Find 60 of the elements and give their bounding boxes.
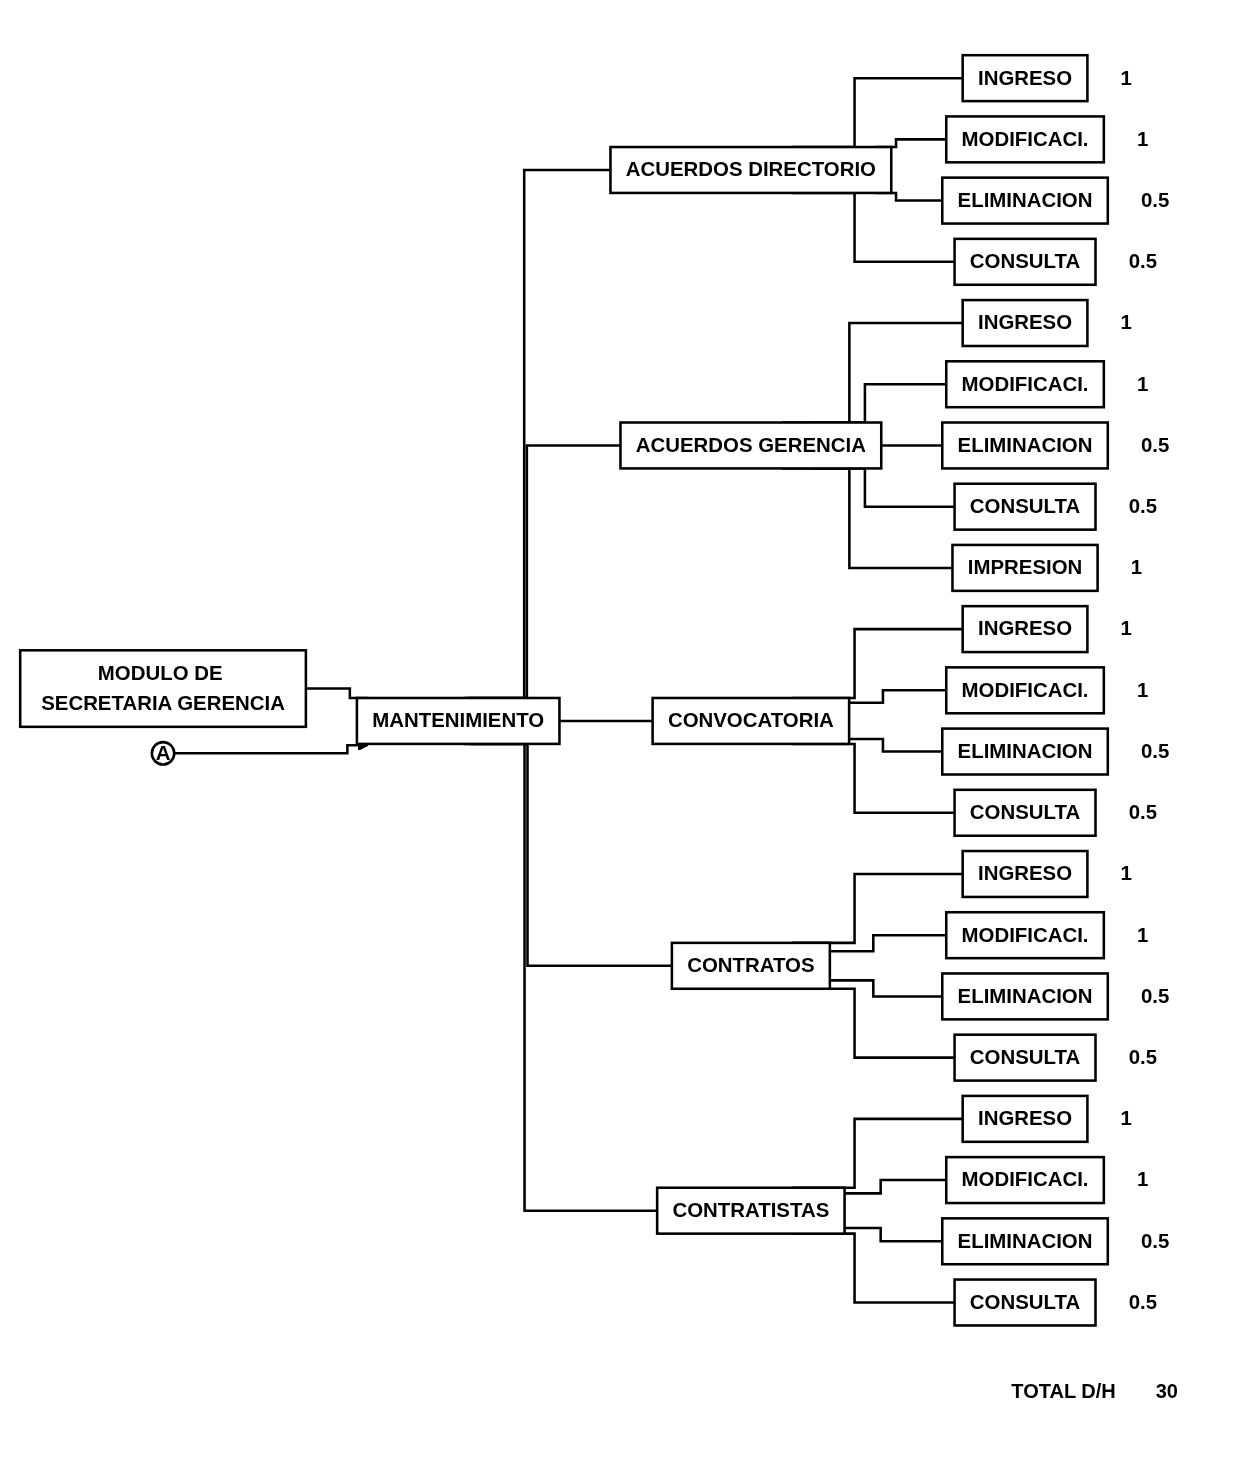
connector xyxy=(849,737,943,753)
node-box: INGRESO xyxy=(961,298,1089,347)
node-box: ELIMINACION xyxy=(941,420,1110,470)
node-label: 1 xyxy=(1120,617,1132,639)
node-box: CONSULTA xyxy=(953,1277,1097,1327)
node-box: MODIFICACI. xyxy=(944,359,1106,409)
node-box: CONSULTA xyxy=(953,237,1097,286)
node-label: 0.5 xyxy=(1140,1229,1170,1252)
total-label: TOTAL D/H xyxy=(1011,1380,1116,1402)
node-box: INGRESO xyxy=(961,53,1089,103)
connector xyxy=(849,688,947,704)
node-circle: A xyxy=(150,740,176,766)
node-label: 1 xyxy=(1120,1107,1132,1129)
connector xyxy=(881,443,943,447)
connector xyxy=(559,719,653,722)
node-box: CONSULTA xyxy=(953,1033,1097,1082)
node-box: ELIMINACION xyxy=(941,971,1110,1021)
node-box: CONSULTA xyxy=(953,788,1097,837)
connector xyxy=(844,1178,947,1195)
node-box: MANTENIMIENTO xyxy=(355,696,561,745)
node-box: CONSULTA xyxy=(953,482,1097,531)
node-box: INGRESO xyxy=(961,1094,1089,1143)
node-label: 1 xyxy=(1136,923,1149,946)
node-label: 1 xyxy=(1120,66,1132,89)
node-box: MODIFICACI. xyxy=(944,665,1106,715)
node-box: ELIMINACION xyxy=(941,176,1110,225)
node-label: 0.5 xyxy=(1140,984,1170,1007)
node-label: 1 xyxy=(1136,372,1149,395)
total-label: 30 xyxy=(1155,1380,1178,1402)
node-box: MODULO DE SECRETARIA GERENCIA xyxy=(18,648,308,728)
node-box: MODIFICACI. xyxy=(944,1155,1106,1204)
node-box: CONTRATOS xyxy=(670,941,832,990)
connector xyxy=(829,933,947,953)
node-label: 0.5 xyxy=(1140,739,1170,762)
node-label: 0.5 xyxy=(1128,1290,1158,1313)
node-label: 0.5 xyxy=(1128,249,1158,272)
node-label: 1 xyxy=(1120,311,1132,333)
node-box: ELIMINACION xyxy=(941,1216,1110,1266)
node-box: INGRESO xyxy=(961,604,1089,653)
node-box: CONTRATISTAS xyxy=(655,1186,846,1235)
node-box: IMPRESION xyxy=(951,543,1099,592)
node-label: 0.5 xyxy=(1140,188,1170,211)
node-box: CONVOCATORIA xyxy=(651,696,851,745)
connector xyxy=(829,978,943,998)
node-box: INGRESO xyxy=(961,849,1089,898)
node-box: ACUERDOS DIRECTORIO xyxy=(609,145,893,194)
node-label: 0.5 xyxy=(1128,1045,1158,1068)
node-label: 0.5 xyxy=(1128,494,1158,517)
node-label: 0.5 xyxy=(1128,800,1158,823)
node-label: 1 xyxy=(1136,678,1149,701)
node-label: 1 xyxy=(1136,1168,1149,1190)
node-box: MODIFICACI. xyxy=(944,910,1106,960)
node-label: 1 xyxy=(1136,127,1149,150)
node-box: ACUERDOS GERENCIA xyxy=(619,420,883,470)
node-label: 1 xyxy=(1130,556,1143,578)
node-box: MODIFICACI. xyxy=(944,114,1106,164)
node-label: 0.5 xyxy=(1140,433,1170,456)
connector xyxy=(844,1226,943,1243)
node-label: 1 xyxy=(1120,862,1132,884)
node-box: ELIMINACION xyxy=(941,726,1110,776)
